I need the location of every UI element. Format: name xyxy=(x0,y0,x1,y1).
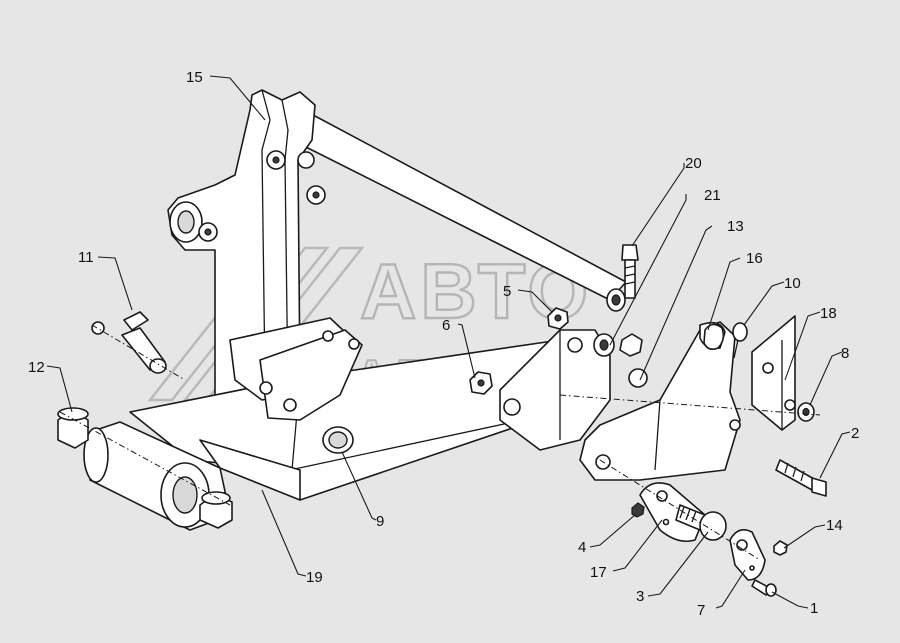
part-20-bolt xyxy=(621,244,639,299)
part-9-ring xyxy=(322,426,354,454)
callout-18: 18 xyxy=(820,305,837,322)
callout-19: 19 xyxy=(306,569,323,586)
callout-7: 7 xyxy=(697,602,705,619)
callout-6: 6 xyxy=(442,317,450,334)
part-18-bracket xyxy=(751,315,796,431)
callout-15: 15 xyxy=(186,69,203,86)
part-16-clip xyxy=(703,323,725,350)
callout-1: 1 xyxy=(810,600,818,617)
part-3-eye-bolt xyxy=(675,504,727,541)
callout-20: 20 xyxy=(685,155,702,172)
part-17-small-plate xyxy=(639,482,706,543)
part-12-bushing xyxy=(57,407,89,449)
part-8-washer xyxy=(797,402,815,422)
part-21-bushing xyxy=(593,333,648,388)
callout-9: 9 xyxy=(376,513,384,530)
callout-21: 21 xyxy=(704,187,721,204)
part-10-lynch-pin xyxy=(732,322,748,359)
part-19-lower-frame xyxy=(83,317,611,531)
axis-line-right xyxy=(559,394,821,416)
part-7-plate xyxy=(729,529,766,581)
callout-17: 17 xyxy=(590,564,607,581)
callout-13: 13 xyxy=(727,218,744,235)
callout-11: 11 xyxy=(78,249,94,266)
part-14-grease-nipple xyxy=(773,540,788,556)
part-4-nut xyxy=(631,502,645,518)
callout-12: 12 xyxy=(28,359,45,376)
part-5-nut xyxy=(547,307,569,330)
axis-line-lower xyxy=(599,459,761,561)
part-2-bolt xyxy=(775,459,827,497)
callout-5: 5 xyxy=(503,283,511,300)
callout-2: 2 xyxy=(851,425,859,442)
leader-lines xyxy=(46,75,851,609)
part-13-link-plate xyxy=(579,321,741,481)
part-1-screw xyxy=(751,579,777,597)
callout-14: 14 xyxy=(826,517,843,534)
callout-16: 16 xyxy=(746,250,763,267)
callout-8: 8 xyxy=(841,345,849,362)
callout-10: 10 xyxy=(784,275,801,292)
axis-line-left xyxy=(59,411,231,506)
part-15-upper-frame xyxy=(167,89,627,401)
part-6-nut xyxy=(469,371,493,395)
callout-3: 3 xyxy=(636,588,644,605)
part-11-pin xyxy=(91,311,186,381)
callout-4: 4 xyxy=(578,539,586,556)
